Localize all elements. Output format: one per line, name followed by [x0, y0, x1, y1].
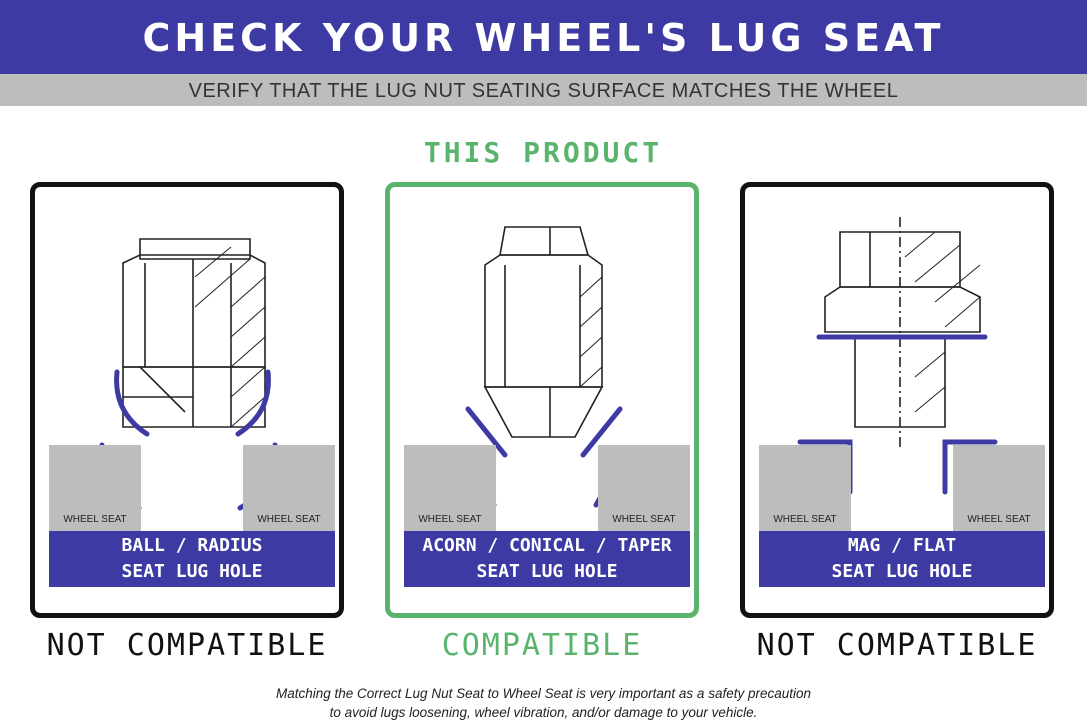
seat-type-line2: SEAT LUG HOLE: [121, 561, 263, 582]
wheel-seat-right: WHEEL SEAT: [598, 445, 690, 531]
seat-type-band: MAG / FLAT SEAT LUG HOLE: [759, 531, 1045, 587]
this-product-label: THIS PRODUCT: [423, 136, 663, 169]
wheel-seat-label: WHEEL SEAT: [63, 514, 127, 525]
seat-type-line1: MAG / FLAT: [847, 535, 957, 556]
safety-note: Matching the Correct Lug Nut Seat to Whe…: [0, 684, 1087, 722]
wheel-seat-label: WHEEL SEAT: [612, 514, 676, 525]
seat-type-line1: BALL / RADIUS: [121, 535, 263, 556]
wheel-seat-label: WHEEL SEAT: [773, 514, 837, 525]
wheel-seat-right: WHEEL SEAT: [953, 445, 1045, 531]
wheel-seat-left: WHEEL SEAT: [404, 445, 496, 531]
wheel-seat-label: WHEEL SEAT: [967, 514, 1031, 525]
seat-type-band: ACORN / CONICAL / TAPER SEAT LUG HOLE: [404, 531, 690, 587]
wheel-seat-label: WHEEL SEAT: [418, 514, 482, 525]
wheel-seat-left: WHEEL SEAT: [49, 445, 141, 531]
seat-type-line2: SEAT LUG HOLE: [831, 561, 973, 582]
page-subtitle: VERIFY THAT THE LUG NUT SEATING SURFACE …: [0, 74, 1087, 106]
panel-acorn-conical: WHEEL SEAT WHEEL SEAT ACORN / CONICAL / …: [385, 182, 699, 618]
safety-note-line2: to avoid lugs loosening, wheel vibration…: [329, 705, 758, 720]
flat-lug-nut-drawing: [797, 217, 998, 495]
seat-type-line1: ACORN / CONICAL / TAPER: [422, 535, 672, 556]
verdict-not-compatible-ball: NOT COMPATIBLE: [46, 628, 328, 663]
verdict-not-compatible-flat: NOT COMPATIBLE: [756, 628, 1038, 663]
panel-mag-flat: WHEEL SEAT WHEEL SEAT MAG / FLAT SEAT LU…: [740, 182, 1054, 618]
seat-type-line2: SEAT LUG HOLE: [476, 561, 618, 582]
page-title: CHECK YOUR WHEEL'S LUG SEAT: [0, 0, 1087, 74]
panel-ball-radius: WHEEL SEAT WHEEL SEAT BALL / RADIUS SEAT…: [30, 182, 344, 618]
wheel-seat-label: WHEEL SEAT: [257, 514, 321, 525]
wheel-seat-right: WHEEL SEAT: [243, 445, 335, 531]
safety-note-line1: Matching the Correct Lug Nut Seat to Whe…: [275, 686, 812, 701]
verdict-compatible-acorn: COMPATIBLE: [441, 628, 643, 663]
wheel-seat-left: WHEEL SEAT: [759, 445, 851, 531]
seat-type-band: BALL / RADIUS SEAT LUG HOLE: [49, 531, 335, 587]
